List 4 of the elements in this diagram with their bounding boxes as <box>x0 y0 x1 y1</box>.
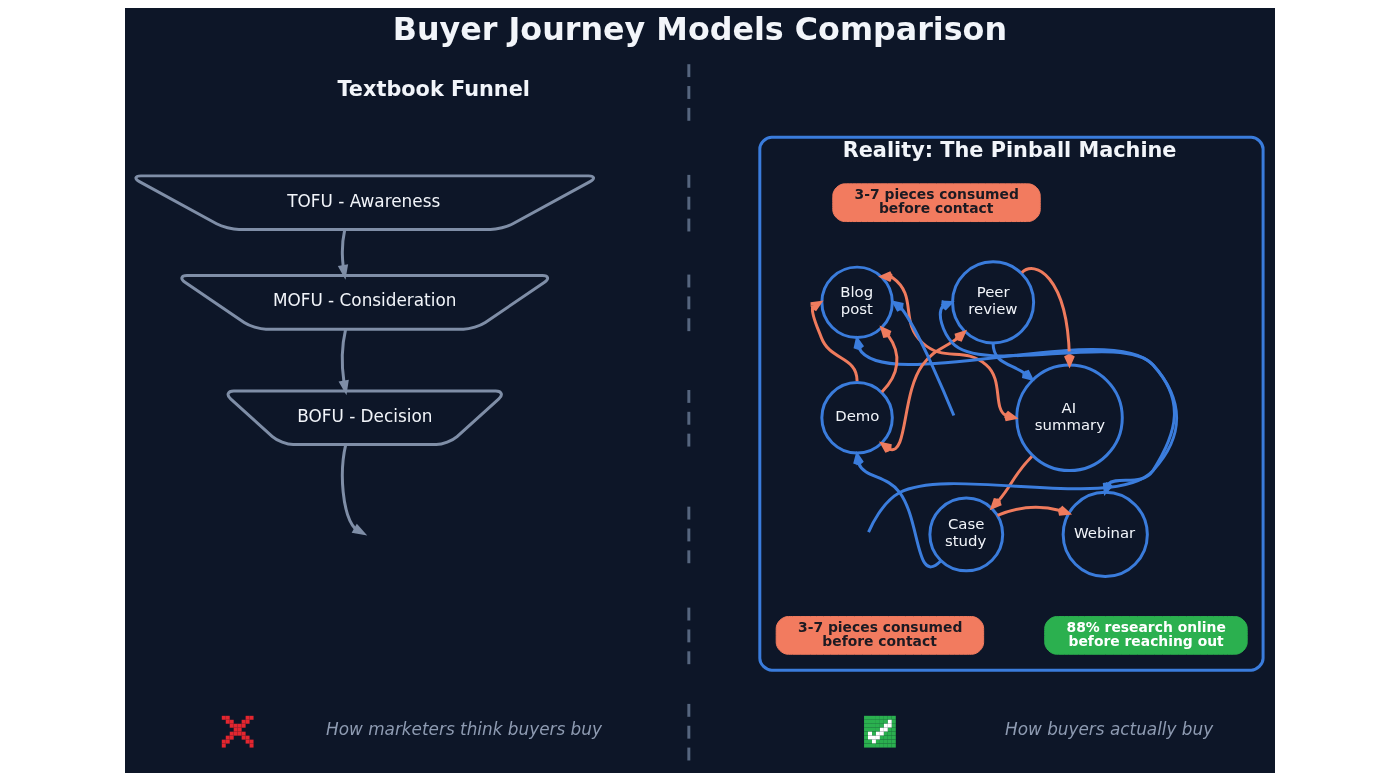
label: Textbook Funnel <box>337 77 530 102</box>
label: How marketers think buyers buy <box>326 718 602 739</box>
diagram-title: Buyer Journey Models Comparison <box>392 11 1008 48</box>
label: How buyers actually buy <box>1005 718 1214 739</box>
